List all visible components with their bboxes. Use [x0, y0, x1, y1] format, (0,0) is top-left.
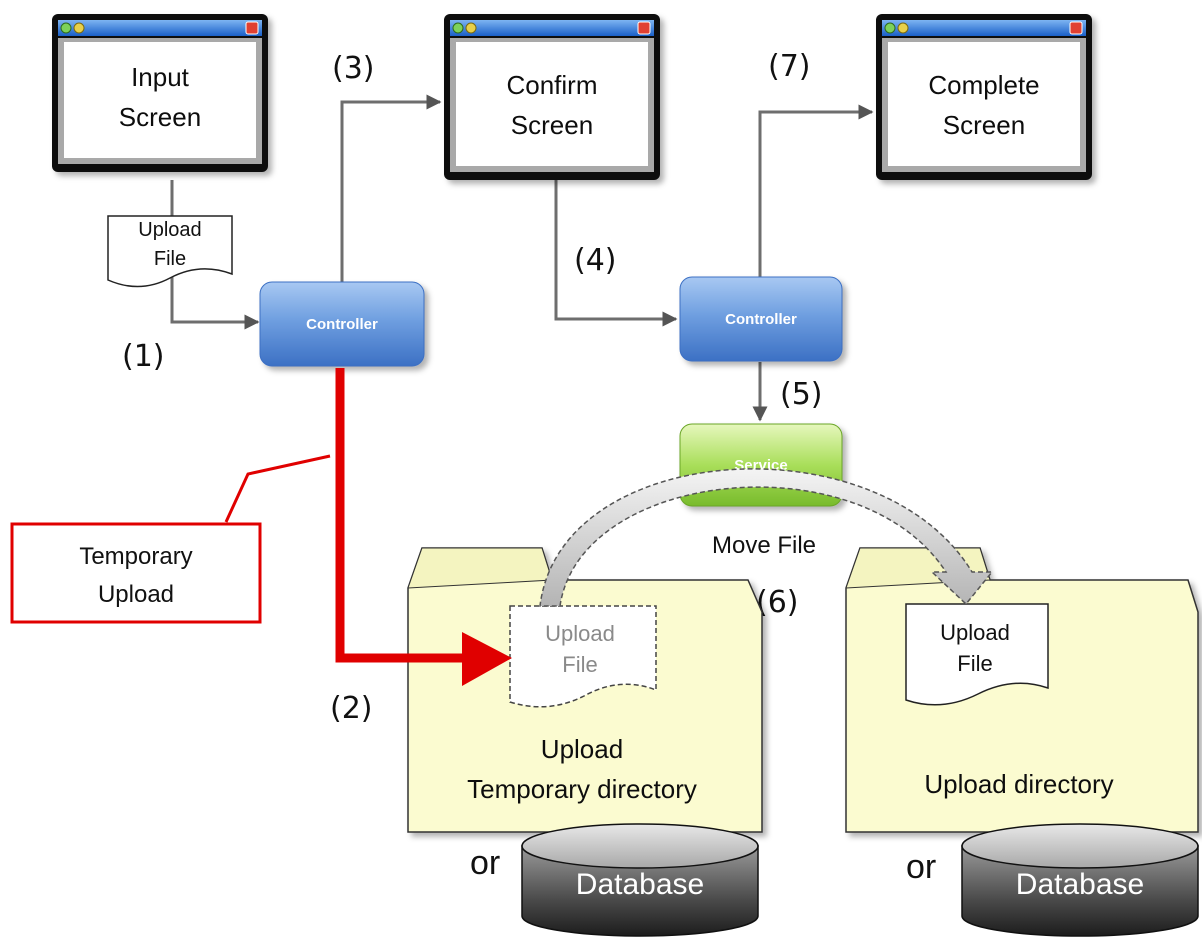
controller-2-label: Controller — [725, 311, 797, 328]
temp-upload-file-document: Upload File — [509, 605, 657, 708]
temporary-folder-label-line2: Temporary directory — [467, 774, 697, 804]
window-dot-icon — [452, 22, 464, 34]
controller-1: Controller — [259, 281, 425, 367]
database-left-icon: Database — [521, 823, 759, 937]
upload-directory-folder: Upload directory — [845, 547, 1199, 833]
callout-label-line1: Temporary — [79, 543, 192, 570]
temporary-folder-label-line1: Upload — [541, 734, 623, 764]
step-1-label: (1) — [122, 339, 165, 374]
input-screen-window: Input Screen — [52, 14, 268, 172]
service-box: Service — [679, 423, 843, 507]
step-3-label: (3) — [332, 51, 375, 86]
connectors — [170, 94, 874, 422]
database-right-label: Database — [1016, 868, 1144, 901]
temp-upload-file-label-line1: Upload — [545, 621, 615, 646]
final-upload-file-label-line1: Upload — [940, 620, 1010, 645]
controller-1-label: Controller — [306, 316, 378, 333]
database-left-label: Database — [576, 868, 704, 901]
input-upload-file-label-line2: File — [154, 248, 186, 270]
arrow-4 — [554, 180, 678, 327]
final-upload-file-document: Upload File — [905, 603, 1049, 706]
move-file-arrow — [539, 468, 994, 607]
arrow-3 — [340, 94, 442, 282]
window-dot-icon — [73, 22, 85, 34]
database-right-icon: Database — [961, 823, 1199, 937]
move-file-label: Move File — [712, 532, 816, 559]
step-4-label: (4) — [574, 243, 617, 278]
temporary-upload-arrow — [335, 368, 512, 686]
window-dot-icon — [60, 22, 72, 34]
callout-label-line2: Upload — [98, 581, 174, 608]
step-6-label: (6) — [756, 585, 799, 620]
final-upload-file-label-line2: File — [957, 651, 992, 676]
close-icon — [1069, 21, 1083, 35]
complete-screen-window: Complete Screen — [876, 14, 1092, 180]
confirm-screen-window: Confirm Screen — [444, 14, 660, 180]
or-label-right: or — [906, 848, 936, 886]
window-dot-icon — [884, 22, 896, 34]
complete-screen-label-line2: Screen — [943, 110, 1025, 140]
window-dot-icon — [465, 22, 477, 34]
temporary-upload-callout: Temporary Upload — [10, 454, 331, 624]
close-icon — [245, 21, 259, 35]
input-upload-file-label-line1: Upload — [138, 219, 201, 241]
temp-upload-file-label-line2: File — [562, 652, 597, 677]
close-icon — [637, 21, 651, 35]
confirm-screen-label-line2: Screen — [511, 110, 593, 140]
arrow-7 — [758, 104, 874, 280]
input-upload-file-document: Upload File — [107, 215, 233, 288]
upload-folder-label: Upload directory — [924, 769, 1113, 799]
complete-screen-label-line1: Complete — [928, 70, 1039, 100]
input-screen-label-line1: Input — [131, 62, 190, 92]
confirm-screen-label-line1: Confirm — [506, 70, 597, 100]
step-7-label: (7) — [768, 49, 811, 84]
or-label-left: or — [470, 844, 500, 882]
window-dot-icon — [897, 22, 909, 34]
step-5-label: (5) — [780, 377, 823, 412]
input-screen-label-line2: Screen — [119, 102, 201, 132]
controller-2: Controller — [679, 276, 843, 362]
step-2-label: (2) — [330, 691, 373, 726]
